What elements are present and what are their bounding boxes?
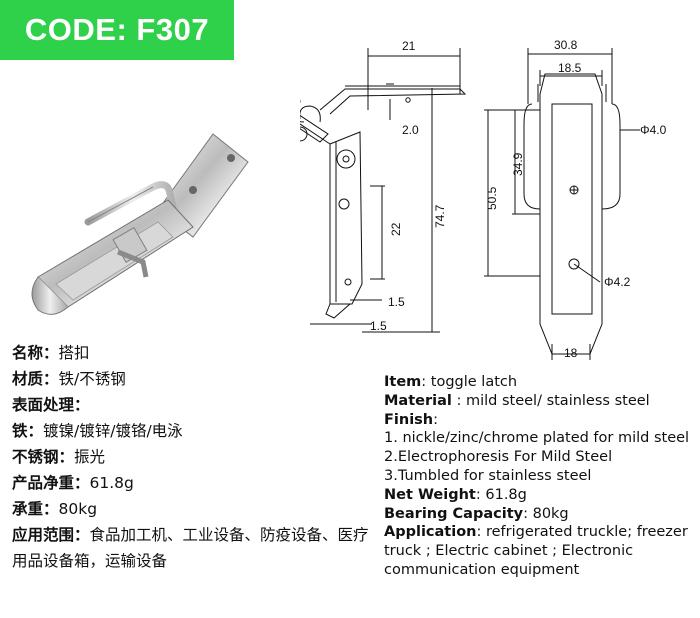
dim-30-8: 30.8 [554, 38, 578, 52]
cn-app-key: 应用范围： [12, 526, 90, 544]
en-bearing-key: Bearing Capacity [384, 505, 524, 522]
technical-drawing: 21 2.0 22 74.7 1.5 1.5 30.8 18.5 Φ4.0 50… [300, 38, 667, 360]
dim-1-5-lower: 1.5 [370, 319, 387, 333]
product-photo [31, 133, 249, 315]
dim-18-5: 18.5 [558, 61, 582, 75]
cn-iron-value: 镀镍/镀锌/镀铬/电泳 [43, 422, 183, 440]
cn-app-value: 食品加工机、工业设备、防疫设备、医疗用品设备箱，运输设备 [12, 526, 369, 570]
en-item-key: Item [384, 374, 422, 390]
dim-50-5: 50.5 [485, 186, 499, 210]
cn-name-key: 名称： [12, 344, 59, 362]
dim-21: 21 [402, 39, 416, 53]
cn-ss-key: 不锈钢： [12, 448, 75, 466]
en-finish-3: 3.Tumbled for stainless steel [384, 467, 592, 484]
en-finish-colon: : [433, 411, 439, 428]
cn-material-value: 铁/不锈钢 [58, 370, 126, 388]
en-bearing-value: : 80kg [523, 505, 569, 522]
dim-34-9: 34.9 [511, 152, 525, 176]
dim-18: 18 [564, 346, 578, 360]
cn-load-value: 80kg [58, 500, 98, 518]
en-weight-key: Net Weight [384, 486, 476, 503]
cn-material-key: 材质： [12, 370, 59, 388]
product-code: CODE: F307 [24, 12, 210, 47]
cn-iron-key: 铁： [12, 422, 44, 440]
en-finish-2: 2.Electrophoresis For Mild Steel [384, 449, 613, 466]
en-material-key: Material [384, 392, 452, 409]
product-code-badge: CODE: F307 [0, 0, 234, 60]
en-weight-value: : 61.8g [475, 486, 527, 503]
spec-en: Item: toggle latch Material : mild steel… [384, 373, 700, 580]
cn-ss-value: 振光 [74, 448, 106, 466]
cn-surface-key: 表面处理： [12, 396, 90, 414]
en-material-value: : mild steel/ stainless steel [451, 392, 650, 409]
dim-phi-4-0: Φ4.0 [640, 123, 667, 137]
en-finish-1: 1. nickle/zinc/chrome plated for mild st… [384, 430, 690, 447]
en-app-key: Application [384, 524, 477, 541]
en-item-value: : toggle latch [421, 374, 518, 390]
spec-cn: 名称：搭扣 材质：铁/不锈钢 表面处理： 铁：镀镍/镀锌/镀铬/电泳 不锈钢：振… [12, 340, 380, 574]
cn-name-value: 搭扣 [58, 344, 90, 362]
dim-phi-4-2: Φ4.2 [604, 275, 631, 289]
cn-load-key: 承重： [12, 500, 59, 518]
dim-22: 22 [389, 222, 403, 236]
en-finish-key: Finish [384, 411, 434, 428]
cn-weight-value: 61.8g [89, 474, 134, 492]
dim-74-7: 74.7 [433, 204, 447, 228]
dim-1-5-upper: 1.5 [388, 295, 405, 309]
cn-weight-key: 产品净重： [12, 474, 90, 492]
dim-2-0: 2.0 [402, 123, 419, 137]
en-app-value: : refrigerated truckle; freezer truck ; … [384, 524, 688, 578]
